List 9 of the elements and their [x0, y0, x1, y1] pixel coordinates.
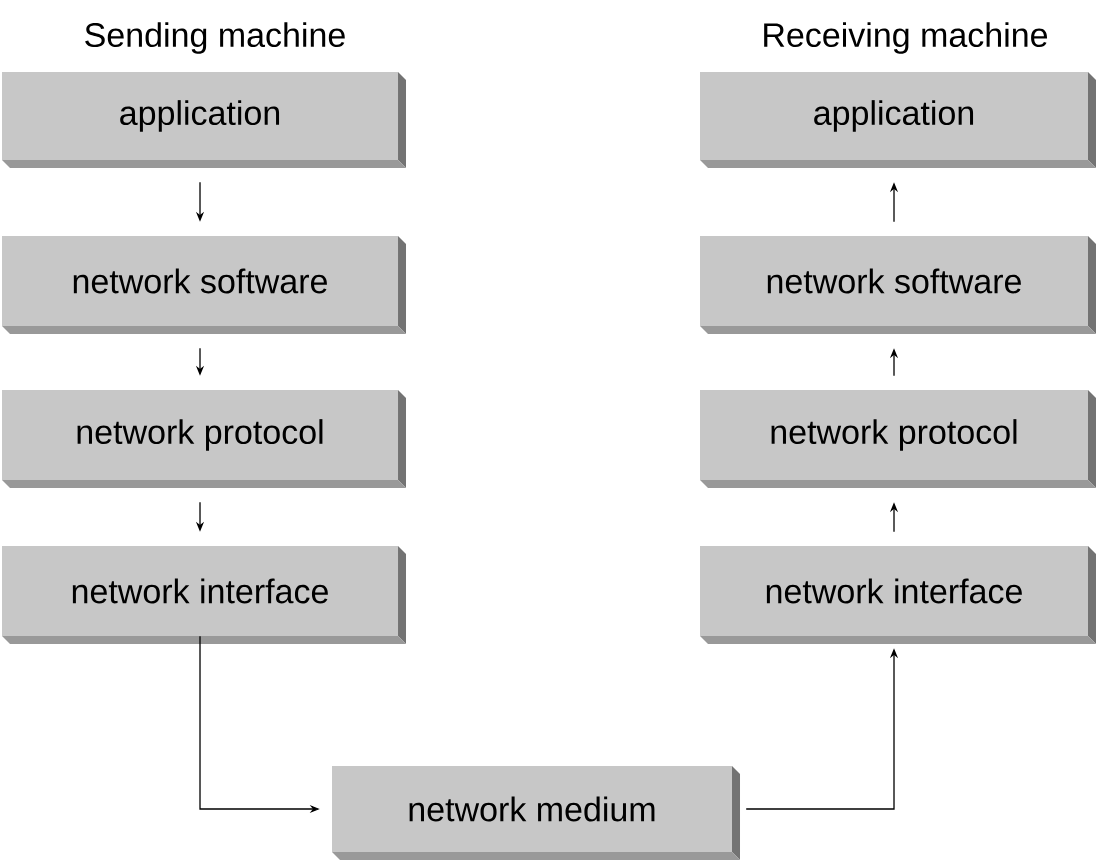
layer-box: network protocol [700, 390, 1096, 488]
layer-box: network protocol [2, 390, 406, 488]
layer-box: application [2, 72, 406, 168]
layer-box: network software [2, 236, 406, 334]
layer-box: network medium [332, 766, 740, 860]
layer-box: application [700, 72, 1096, 168]
layer-box: network interface [2, 546, 406, 644]
layer-box: network software [700, 236, 1096, 334]
layer-box: network interface [700, 546, 1096, 644]
